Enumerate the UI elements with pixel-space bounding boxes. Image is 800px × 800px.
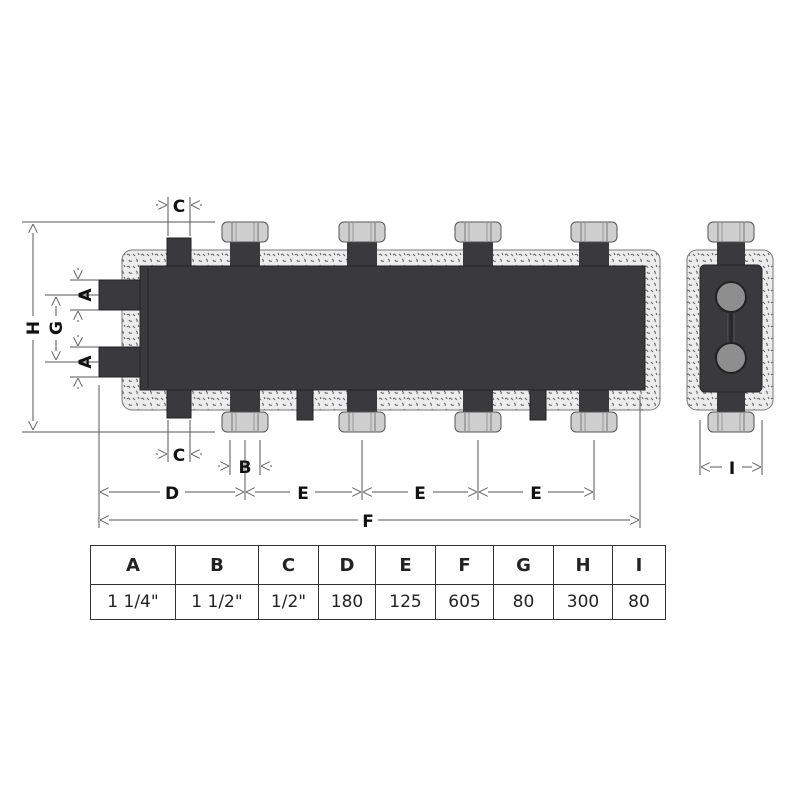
header-g: G: [493, 545, 554, 585]
label-a-bottom: A: [76, 355, 96, 369]
value-h: 300: [553, 584, 613, 620]
top-c-stub: [166, 237, 192, 267]
header-i: I: [612, 545, 666, 585]
manifold-dimension-drawing: C C H G A A B D E E E F I: [22, 197, 774, 532]
table-row: 1 1/4" 1 1/2" 1/2" 180 125 605 80 300 80: [90, 584, 666, 620]
value-f: 605: [435, 584, 494, 620]
label-b: B: [239, 458, 252, 478]
label-c-top: C: [173, 197, 185, 217]
header-f: F: [435, 545, 494, 585]
value-d: 180: [318, 584, 376, 620]
header-e: E: [375, 545, 436, 585]
header-d: D: [318, 545, 376, 585]
value-g: 80: [493, 584, 554, 620]
bottom-small-stub-1: [296, 389, 314, 421]
label-g: G: [47, 321, 67, 335]
label-c-bottom: C: [173, 446, 185, 466]
left-outlet-bottom: [98, 346, 142, 378]
label-e-2: E: [414, 484, 426, 504]
value-c: 1/2": [258, 584, 319, 620]
value-i: 80: [612, 584, 666, 620]
bottom-small-stub-2: [529, 389, 547, 421]
side-view: [686, 221, 774, 433]
manifold-body: [139, 265, 646, 391]
label-d: D: [165, 484, 179, 504]
label-h: H: [24, 321, 44, 335]
header-c: C: [258, 545, 319, 585]
value-b: 1 1/2": [175, 584, 259, 620]
value-a: 1 1/4": [90, 584, 176, 620]
label-e-3: E: [530, 484, 542, 504]
header-a: A: [90, 545, 176, 585]
dimensions-table: A B C D E F G H I 1 1/4" 1 1/2" 1/2" 180…: [90, 545, 666, 620]
pipe-fittings: [221, 221, 618, 433]
label-a-top: A: [76, 288, 96, 302]
header-b: B: [175, 545, 259, 585]
label-f: F: [362, 512, 374, 532]
bottom-c-stub: [166, 389, 192, 419]
dimension-lines: [22, 197, 763, 528]
label-i: I: [729, 459, 735, 479]
header-h: H: [553, 545, 613, 585]
front-view: [98, 221, 661, 433]
table-header-row: A B C D E F G H I: [90, 545, 666, 585]
label-e-1: E: [297, 484, 309, 504]
value-e: 125: [375, 584, 436, 620]
dimension-labels: C C H G A A B D E E E F I: [24, 197, 735, 532]
left-outlet-top: [98, 279, 142, 311]
